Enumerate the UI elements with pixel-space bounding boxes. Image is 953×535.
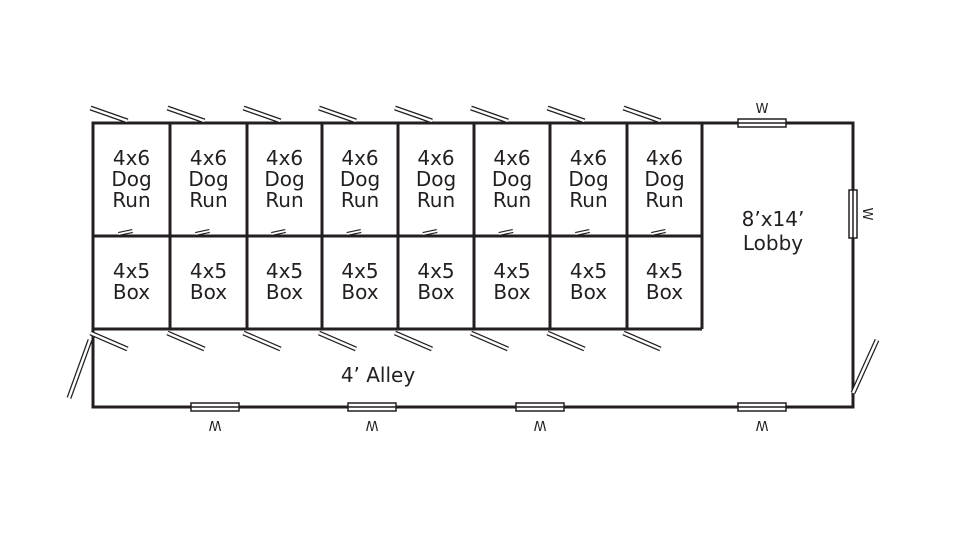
run-label: Dog <box>188 167 228 191</box>
run-label: Dog <box>111 167 151 191</box>
interior-door-fill <box>422 230 438 235</box>
box-label: 4x5 <box>417 259 454 283</box>
interior-door-fill <box>575 230 590 235</box>
run-label: 4x6 <box>646 146 683 170</box>
window-label: W <box>755 417 768 432</box>
box-label: Box <box>493 280 530 304</box>
run-label: Dog <box>264 167 304 191</box>
run-label: 4x6 <box>266 146 303 170</box>
box-label: 4x5 <box>341 259 378 283</box>
run-label: Run <box>569 188 607 212</box>
run-label: Run <box>645 188 683 212</box>
run-label: 4x6 <box>113 146 150 170</box>
run-label: 4x6 <box>570 146 607 170</box>
box-door-fill <box>167 331 205 351</box>
run-label: 4x6 <box>417 146 454 170</box>
box-label: Box <box>570 280 607 304</box>
run-door-fill <box>318 106 357 123</box>
run-label: Dog <box>492 167 532 191</box>
window-label: W <box>533 417 546 432</box>
box-door-fill <box>394 331 433 351</box>
alley-entry-door-fill <box>67 339 92 399</box>
run-label: Dog <box>644 167 684 191</box>
interior-door-fill <box>346 230 362 235</box>
run-door-fill <box>547 106 585 123</box>
box-label: 4x5 <box>190 259 227 283</box>
plan-structure <box>66 105 880 412</box>
interior-door-fill <box>651 230 666 235</box>
run-door-fill <box>623 106 661 123</box>
box-label: Box <box>341 280 378 304</box>
run-door-fill <box>90 106 128 123</box>
run-label: 4x6 <box>190 146 227 170</box>
run-door-fill <box>243 106 281 123</box>
box-label: 4x5 <box>570 259 607 283</box>
run-label: Run <box>341 188 379 212</box>
window-label: W <box>756 102 769 117</box>
box-door-fill <box>623 331 661 351</box>
box-label: 4x5 <box>266 259 303 283</box>
run-door-fill <box>167 106 205 123</box>
run-label: Run <box>189 188 227 212</box>
box-label: Box <box>646 280 683 304</box>
box-label: 4x5 <box>493 259 530 283</box>
interior-door-fill <box>118 230 133 235</box>
box-label: Box <box>190 280 227 304</box>
window-label: W <box>365 417 378 432</box>
window-label: W <box>859 208 874 221</box>
run-label: Dog <box>416 167 456 191</box>
run-label: 4x6 <box>341 146 378 170</box>
box-door-fill <box>547 331 585 351</box>
run-label: Run <box>493 188 531 212</box>
box-label: Box <box>266 280 303 304</box>
lobby-size-label: 8’x14’ <box>742 207 805 231</box>
run-label: Run <box>265 188 303 212</box>
box-door-fill <box>470 331 509 351</box>
box-door-fill <box>318 331 357 351</box>
run-label: Dog <box>340 167 380 191</box>
run-label: 4x6 <box>493 146 530 170</box>
run-label: Dog <box>568 167 608 191</box>
lobby-entry-door-fill <box>851 339 879 394</box>
run-door-fill <box>394 106 433 123</box>
interior-door-fill <box>498 230 514 235</box>
run-door-fill <box>470 106 509 123</box>
box-door-fill <box>90 331 128 351</box>
box-label: Box <box>113 280 150 304</box>
window-label: W <box>208 417 221 432</box>
run-label: Run <box>112 188 150 212</box>
alley-label: 4’ Alley <box>341 363 416 387</box>
lobby-name-label: Lobby <box>743 231 803 255</box>
run-label: Run <box>417 188 455 212</box>
interior-door-fill <box>271 230 286 235</box>
box-label: 4x5 <box>113 259 150 283</box>
box-label: Box <box>417 280 454 304</box>
box-door-fill <box>243 331 281 351</box>
box-label: 4x5 <box>646 259 683 283</box>
plan-labels: 8’x14’ Lobby 4’ Alley 4x6DogRun4x5Box4x6… <box>111 102 874 432</box>
interior-door-fill <box>195 230 210 235</box>
